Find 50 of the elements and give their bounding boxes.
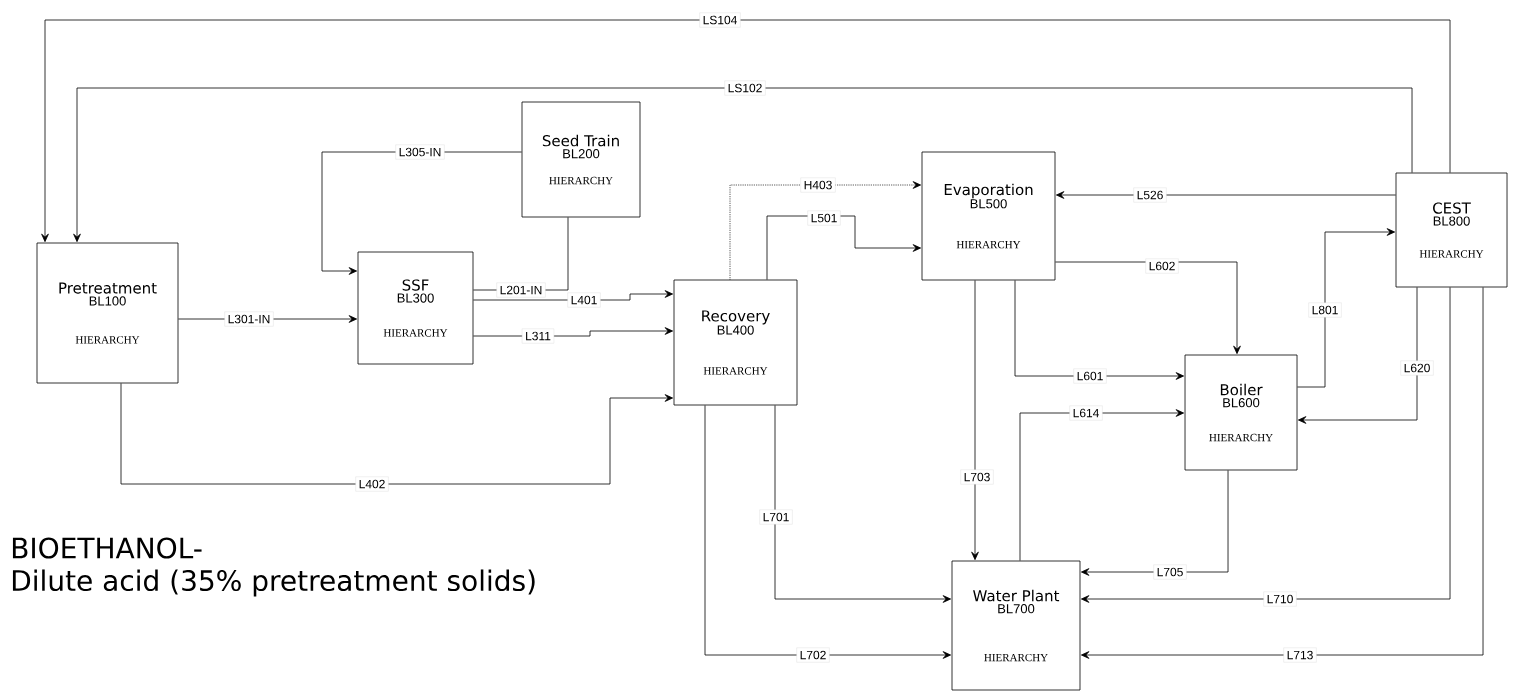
process-block: CEST BL800 HIERARCHY <box>1395 172 1508 288</box>
arrow <box>41 19 1451 243</box>
edge-label: L713 <box>1283 647 1317 663</box>
title-text: Dilute acid (35% pretreatment solids) <box>12 569 535 597</box>
title-text: BIOETHANOL- <box>12 537 202 559</box>
process-block: Boiler BL600 HIERARCHY <box>1184 354 1298 471</box>
arrow <box>1081 470 1229 576</box>
edge-label: L702 <box>796 647 830 663</box>
arrow <box>1298 287 1418 424</box>
edge-label: L305-IN <box>395 144 445 160</box>
arrow <box>1014 280 1185 380</box>
arrow <box>729 181 922 280</box>
process-block: Pretreatment BL100 HIERARCHY <box>36 242 179 384</box>
edge-label: L602 <box>1145 258 1179 274</box>
edge-label: L402 <box>355 476 389 492</box>
process-block: Recovery BL400 HIERARCHY <box>673 279 798 406</box>
arrow <box>766 215 922 280</box>
edge-label: L705 <box>1153 564 1187 580</box>
process-block: Evaporation BL500 HIERARCHY <box>921 151 1056 281</box>
process-block: Water Plant BL700 HIERARCHY <box>951 560 1081 691</box>
edge-label: L801 <box>1308 302 1342 318</box>
arrow <box>704 405 952 659</box>
process-block: SSF BL300 HIERARCHY <box>357 251 474 365</box>
edge-label: L301-IN <box>224 311 274 327</box>
edge-label: L703 <box>960 469 994 485</box>
arrow <box>1297 228 1396 388</box>
process-block: Seed Train BL200 HIERARCHY <box>521 101 641 218</box>
edge-label: L620 <box>1400 360 1434 376</box>
arrow <box>1056 191 1396 199</box>
arrow <box>1081 287 1484 659</box>
arrow <box>1019 409 1185 561</box>
edge-label: L526 <box>1133 187 1167 203</box>
arrow <box>774 405 952 603</box>
edge-label: L311 <box>521 328 555 344</box>
edge-label: L601 <box>1073 368 1107 384</box>
arrow <box>1081 287 1451 603</box>
arrow <box>1055 261 1241 355</box>
edge-label: L501 <box>807 210 841 226</box>
edge-label: L201-IN <box>496 282 546 298</box>
edge-label: LS102 <box>724 80 766 96</box>
edge-label: L701 <box>759 509 793 525</box>
arrow <box>120 383 674 485</box>
edge-label: L614 <box>1069 405 1103 421</box>
arrow <box>971 280 979 561</box>
arrow <box>321 151 522 275</box>
edge-label: LS104 <box>699 12 741 28</box>
edge-label: L401 <box>567 292 601 308</box>
edge-label: L710 <box>1263 591 1297 607</box>
edge-label: H403 <box>800 177 836 193</box>
arrow <box>73 87 1413 243</box>
